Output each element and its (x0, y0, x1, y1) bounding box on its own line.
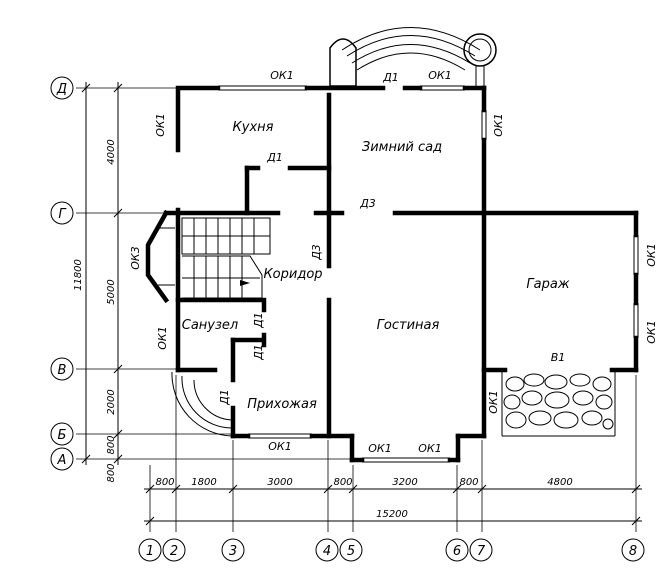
axis-bubble-a: А (50, 447, 74, 471)
dim-15200: 15200 (376, 509, 408, 520)
svg-text:В: В (58, 363, 67, 378)
room-label-bathroom: Санузел (182, 318, 238, 333)
axis-bubble-8: 8 (621, 538, 645, 562)
dim-4800: 4800 (547, 477, 572, 488)
mark-ok1-garage-side: ОК1 (487, 390, 500, 413)
mark-ok1-garden-top: ОК1 (428, 69, 451, 82)
room-label-hallway: Прихожая (247, 397, 317, 412)
svg-text:5: 5 (347, 544, 355, 559)
dim-800-b: 800 (333, 477, 352, 488)
dim-800-a: 800 (155, 477, 174, 488)
room-label-winter-garden: Зимний сад (362, 140, 442, 155)
dim-800-upper: 800 (106, 435, 117, 454)
axis-bubble-6: 6 (445, 538, 469, 562)
mark-d3-top: Д3 (359, 197, 376, 210)
svg-text:7: 7 (477, 544, 486, 559)
axis-bubble-d: Д (50, 76, 74, 100)
room-label-garage: Гараж (526, 277, 569, 292)
dim-11800: 11800 (73, 259, 84, 291)
svg-text:4: 4 (323, 544, 331, 559)
mark-ok1-kitchen-left: ОК1 (154, 113, 167, 136)
axis-bubble-v: В (50, 357, 74, 381)
number-axes: 1 2 3 4 5 6 7 8 (138, 538, 645, 562)
svg-text:А: А (57, 453, 67, 468)
room-label-corridor: Коридор (263, 267, 322, 282)
mark-d3-vertical: Д3 (310, 244, 323, 261)
mark-ok3: ОК3 (129, 246, 142, 269)
axis-bubble-5: 5 (339, 538, 363, 562)
mark-v1-gate: В1 (551, 351, 566, 364)
axis-grid-lines (76, 87, 637, 532)
room-label-living-room: Гостиная (377, 318, 440, 333)
dim-800-c: 800 (459, 477, 478, 488)
mark-d1-bathroom-lower: Д1 (252, 344, 265, 361)
room-label-kitchen: Кухня (233, 120, 274, 135)
walls (145, 85, 639, 463)
axis-bubble-1: 1 (138, 538, 162, 562)
svg-text:1: 1 (146, 544, 154, 559)
axis-bubble-b: Б (50, 422, 74, 446)
garden-arch (329, 27, 497, 88)
mark-ok1-kitchen-top: ОК1 (270, 69, 293, 82)
svg-text:2: 2 (170, 544, 178, 559)
mark-ok1-garage-lower: ОК1 (645, 320, 658, 343)
mark-ok1-living-left: ОК1 (368, 442, 391, 455)
mark-d1-entrance: Д1 (218, 389, 231, 406)
element-marks: ОК1 Д1 ОК1 ОК1 ОК1 Д1 Д3 ОК3 Д3 ОК1 ОК1 … (129, 69, 658, 455)
svg-text:Д: Д (56, 82, 67, 97)
axis-bubble-3: 3 (221, 538, 245, 562)
mark-d1-kitchen-door: Д1 (266, 151, 283, 164)
dim-3000: 3000 (267, 477, 292, 488)
mark-ok1-living-right: ОК1 (418, 442, 441, 455)
axis-bubble-g: Г (50, 201, 74, 225)
horizontal-dimensions: 800 1800 3000 800 3200 800 4800 15200 (144, 477, 642, 526)
window-lines (158, 85, 639, 463)
svg-text:Г: Г (58, 207, 67, 222)
room-labels: Кухня Зимний сад Коридор Гараж Санузел Г… (182, 120, 570, 412)
mark-d1-bathroom-upper: Д1 (252, 312, 265, 329)
mark-d1-garden-door: Д1 (382, 71, 399, 84)
mark-ok1-garden-right: ОК1 (492, 113, 505, 136)
garage-paving (501, 370, 616, 437)
dim-5000: 5000 (106, 279, 117, 304)
axis-bubble-2: 2 (162, 538, 186, 562)
vertical-dimensions: 4000 5000 2000 800 800 11800 (73, 82, 123, 483)
dim-3200: 3200 (392, 477, 417, 488)
svg-text:6: 6 (453, 544, 461, 559)
mark-ok1-bathroom-left: ОК1 (156, 326, 169, 349)
dim-800-lower: 800 (106, 463, 117, 482)
mark-ok1-garage-upper: ОК1 (645, 243, 658, 266)
dim-2000: 2000 (106, 389, 117, 414)
svg-text:3: 3 (229, 544, 237, 559)
axis-bubble-4: 4 (315, 538, 339, 562)
door-swings (171, 371, 233, 437)
dim-4000: 4000 (106, 139, 117, 164)
stairs (181, 217, 271, 299)
mark-ok1-hallway-bottom: ОК1 (268, 440, 291, 453)
axis-bubble-7: 7 (469, 538, 493, 562)
svg-text:8: 8 (629, 544, 637, 559)
letter-axes: Д Г В Б А (50, 76, 74, 471)
dim-1800: 1800 (191, 477, 216, 488)
svg-text:Б: Б (58, 428, 67, 443)
